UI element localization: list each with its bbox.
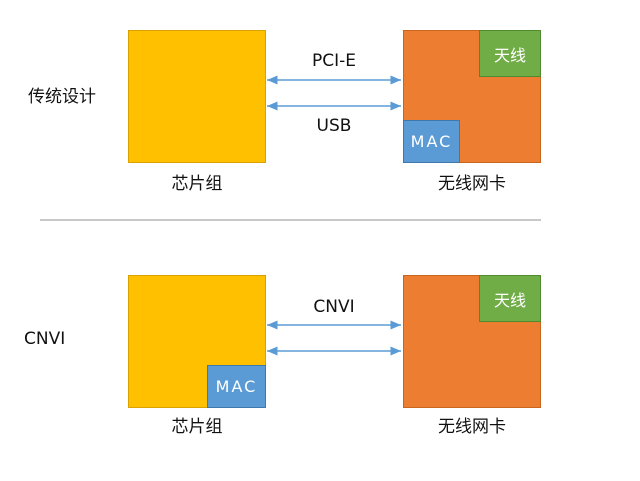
chipset-label: 芯片组 bbox=[171, 174, 223, 194]
mac-box: MAC bbox=[403, 120, 460, 163]
mac-box: MAC bbox=[207, 365, 266, 408]
nic-label: 无线网卡 bbox=[438, 417, 506, 437]
side-label-cnvi: CNVI bbox=[24, 329, 66, 349]
chipset-box bbox=[128, 30, 266, 163]
antenna-box: 天线 bbox=[479, 30, 541, 77]
chipset-label: 芯片组 bbox=[171, 417, 223, 437]
antenna-box: 天线 bbox=[479, 275, 541, 322]
interface-label-cnvi: CNVI bbox=[313, 297, 355, 317]
interface-label-usb: USB bbox=[316, 116, 352, 136]
interface-label-pcie: PCI-E bbox=[311, 51, 356, 71]
side-label-traditional: 传统设计 bbox=[28, 87, 96, 107]
nic-label: 无线网卡 bbox=[438, 174, 506, 194]
